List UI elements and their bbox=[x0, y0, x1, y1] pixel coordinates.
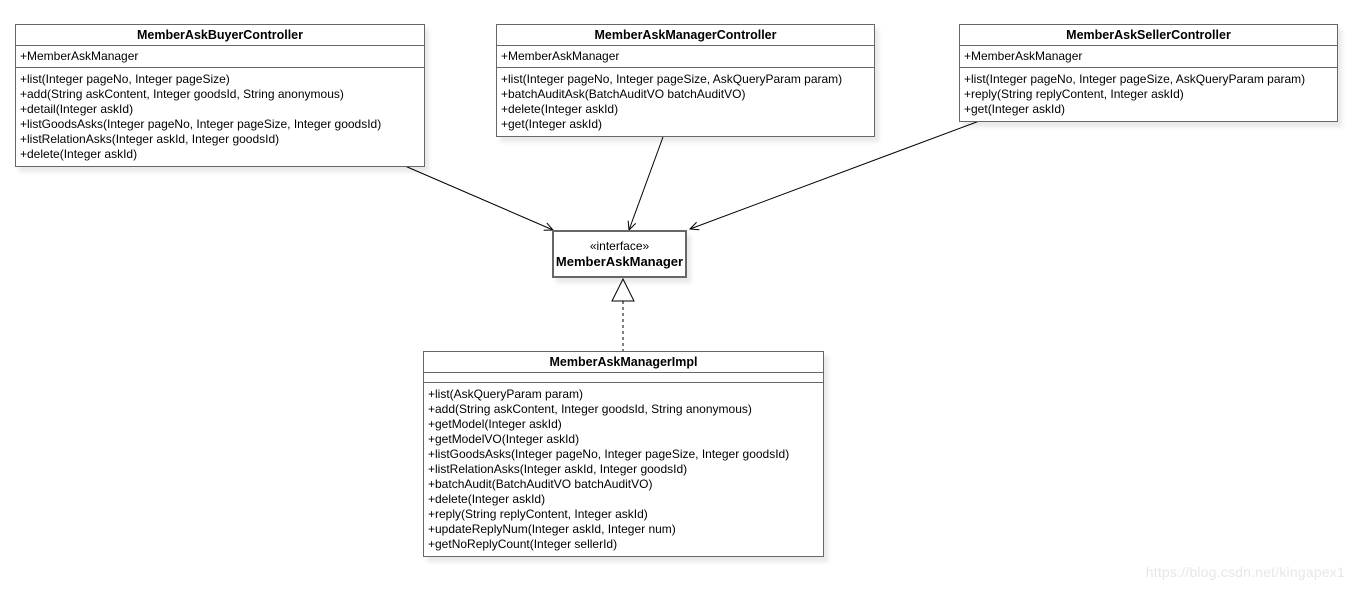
member-line: +getNoReplyCount(Integer sellerId) bbox=[428, 537, 618, 551]
member-line: +updateReplyNum(Integer askId, Integer n… bbox=[428, 522, 676, 536]
class-methods: +list(Integer pageNo, Integer pageSize, … bbox=[497, 68, 874, 136]
class-box-member-ask-manager-impl: MemberAskManagerImpl +list(AskQueryParam… bbox=[423, 351, 824, 557]
member-line: +MemberAskManager bbox=[501, 49, 620, 63]
class-attributes: +MemberAskManager bbox=[497, 46, 874, 68]
class-attributes bbox=[424, 373, 823, 383]
member-line: +batchAudit(BatchAuditVO batchAuditVO) bbox=[428, 477, 653, 491]
interface-box-member-ask-manager: «interface» MemberAskManager bbox=[552, 230, 687, 278]
class-attributes: +MemberAskManager bbox=[16, 46, 424, 68]
member-line: +listRelationAsks(Integer askId, Integer… bbox=[428, 462, 688, 476]
member-line: +list(AskQueryParam param) bbox=[428, 387, 584, 401]
member-line: +delete(Integer askId) bbox=[20, 147, 138, 161]
edge-seller-controller-to-interface bbox=[688, 119, 983, 231]
class-methods: +list(AskQueryParam param)+add(String as… bbox=[424, 383, 823, 556]
class-title: MemberAskManagerController bbox=[497, 25, 874, 46]
member-line: +MemberAskManager bbox=[964, 49, 1083, 63]
member-line: +reply(String replyContent, Integer askI… bbox=[428, 507, 648, 521]
member-line: +list(Integer pageNo, Integer pageSize) bbox=[20, 72, 230, 86]
member-line: +list(Integer pageNo, Integer pageSize, … bbox=[501, 72, 843, 86]
member-line: +detail(Integer askId) bbox=[20, 102, 134, 116]
member-line: +get(Integer askId) bbox=[501, 117, 603, 131]
class-methods: +list(Integer pageNo, Integer pageSize)+… bbox=[16, 68, 424, 166]
watermark-text: https://blog.csdn.net/kingapex1 bbox=[1145, 564, 1345, 580]
member-line: +listRelationAsks(Integer askId, Integer… bbox=[20, 132, 280, 146]
edge-manager-controller-to-interface bbox=[627, 136, 664, 232]
member-line: +reply(String replyContent, Integer askI… bbox=[964, 87, 1184, 101]
member-line: +listGoodsAsks(Integer pageNo, Integer p… bbox=[428, 447, 790, 461]
member-line: +MemberAskManager bbox=[20, 49, 139, 63]
member-line: +add(String askContent, Integer goodsId,… bbox=[428, 402, 752, 416]
class-attributes: +MemberAskManager bbox=[960, 46, 1337, 68]
class-box-member-ask-seller-controller: MemberAskSellerController +MemberAskMana… bbox=[959, 24, 1338, 122]
edge-buyer-controller-to-interface bbox=[404, 165, 555, 231]
class-box-member-ask-buyer-controller: MemberAskBuyerController +MemberAskManag… bbox=[15, 24, 425, 167]
realization-triangle-icon bbox=[611, 277, 635, 302]
member-line: +listGoodsAsks(Integer pageNo, Integer p… bbox=[20, 117, 382, 131]
class-title: MemberAskManagerImpl bbox=[424, 352, 823, 373]
member-line: +batchAuditAsk(BatchAuditVO batchAuditVO… bbox=[501, 87, 746, 101]
interface-name: MemberAskManager bbox=[555, 253, 684, 269]
class-methods: +list(Integer pageNo, Integer pageSize, … bbox=[960, 68, 1337, 121]
class-title: MemberAskSellerController bbox=[960, 25, 1337, 46]
member-line: +delete(Integer askId) bbox=[428, 492, 546, 506]
member-line: +getModelVO(Integer askId) bbox=[428, 432, 580, 446]
member-line: +list(Integer pageNo, Integer pageSize, … bbox=[964, 72, 1306, 86]
class-title: MemberAskBuyerController bbox=[16, 25, 424, 46]
member-line: +getModel(Integer askId) bbox=[428, 417, 562, 431]
member-line: +delete(Integer askId) bbox=[501, 102, 619, 116]
member-line: +add(String askContent, Integer goodsId,… bbox=[20, 87, 344, 101]
class-box-member-ask-manager-controller: MemberAskManagerController +MemberAskMan… bbox=[496, 24, 875, 137]
member-line: +get(Integer askId) bbox=[964, 102, 1066, 116]
interface-stereotype: «interface» bbox=[589, 238, 650, 253]
